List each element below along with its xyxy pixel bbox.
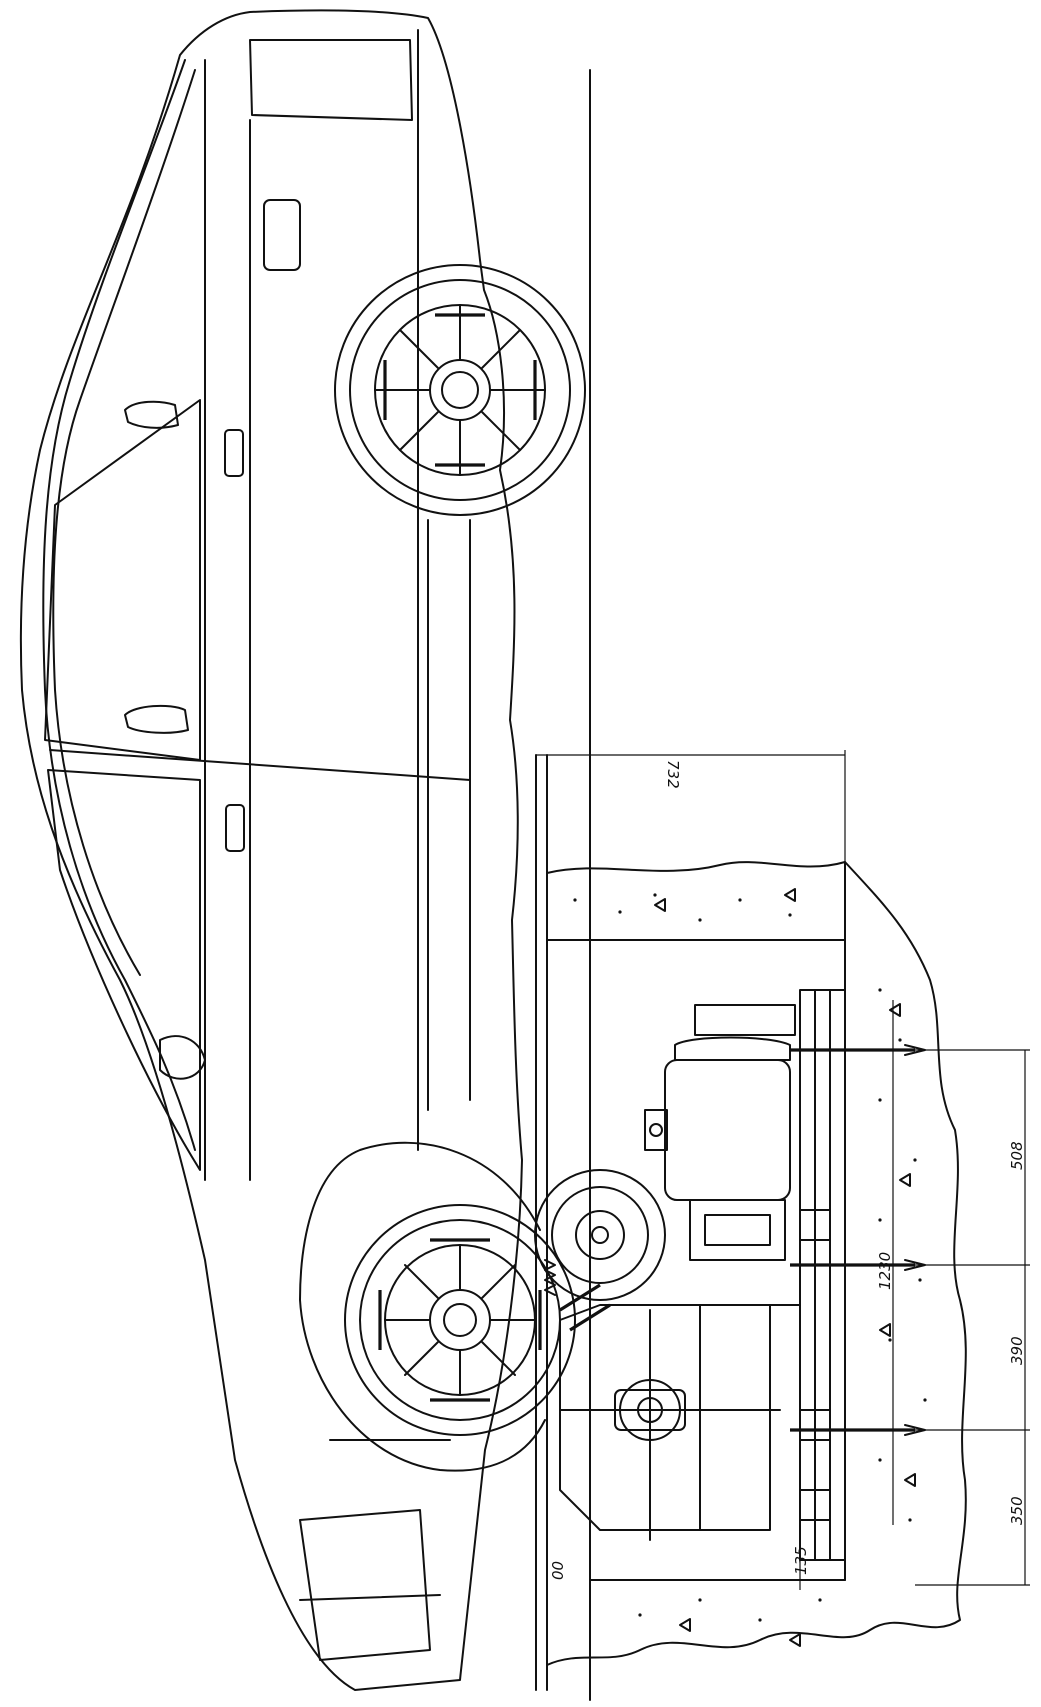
dimension-390: 390: [1008, 1336, 1026, 1365]
dimension-lines: 732 508 390 350 1230 135 00: [536, 750, 1030, 1590]
front-wheel: [299, 1141, 576, 1472]
dimension-732: 732: [664, 760, 682, 789]
car-body: [19, 9, 523, 1691]
dimension-508: 508: [1008, 1141, 1026, 1170]
dimension-1230: 1230: [876, 1252, 894, 1290]
rear-wheel: [334, 264, 586, 516]
dyno-mechanism: [534, 989, 926, 1561]
concrete-texture: [573, 888, 927, 1647]
dimension-00: 00: [549, 1561, 567, 1580]
dimension-350: 350: [1008, 1496, 1026, 1525]
dimension-135: 135: [792, 1546, 810, 1575]
ground-lines: [535, 69, 591, 1701]
